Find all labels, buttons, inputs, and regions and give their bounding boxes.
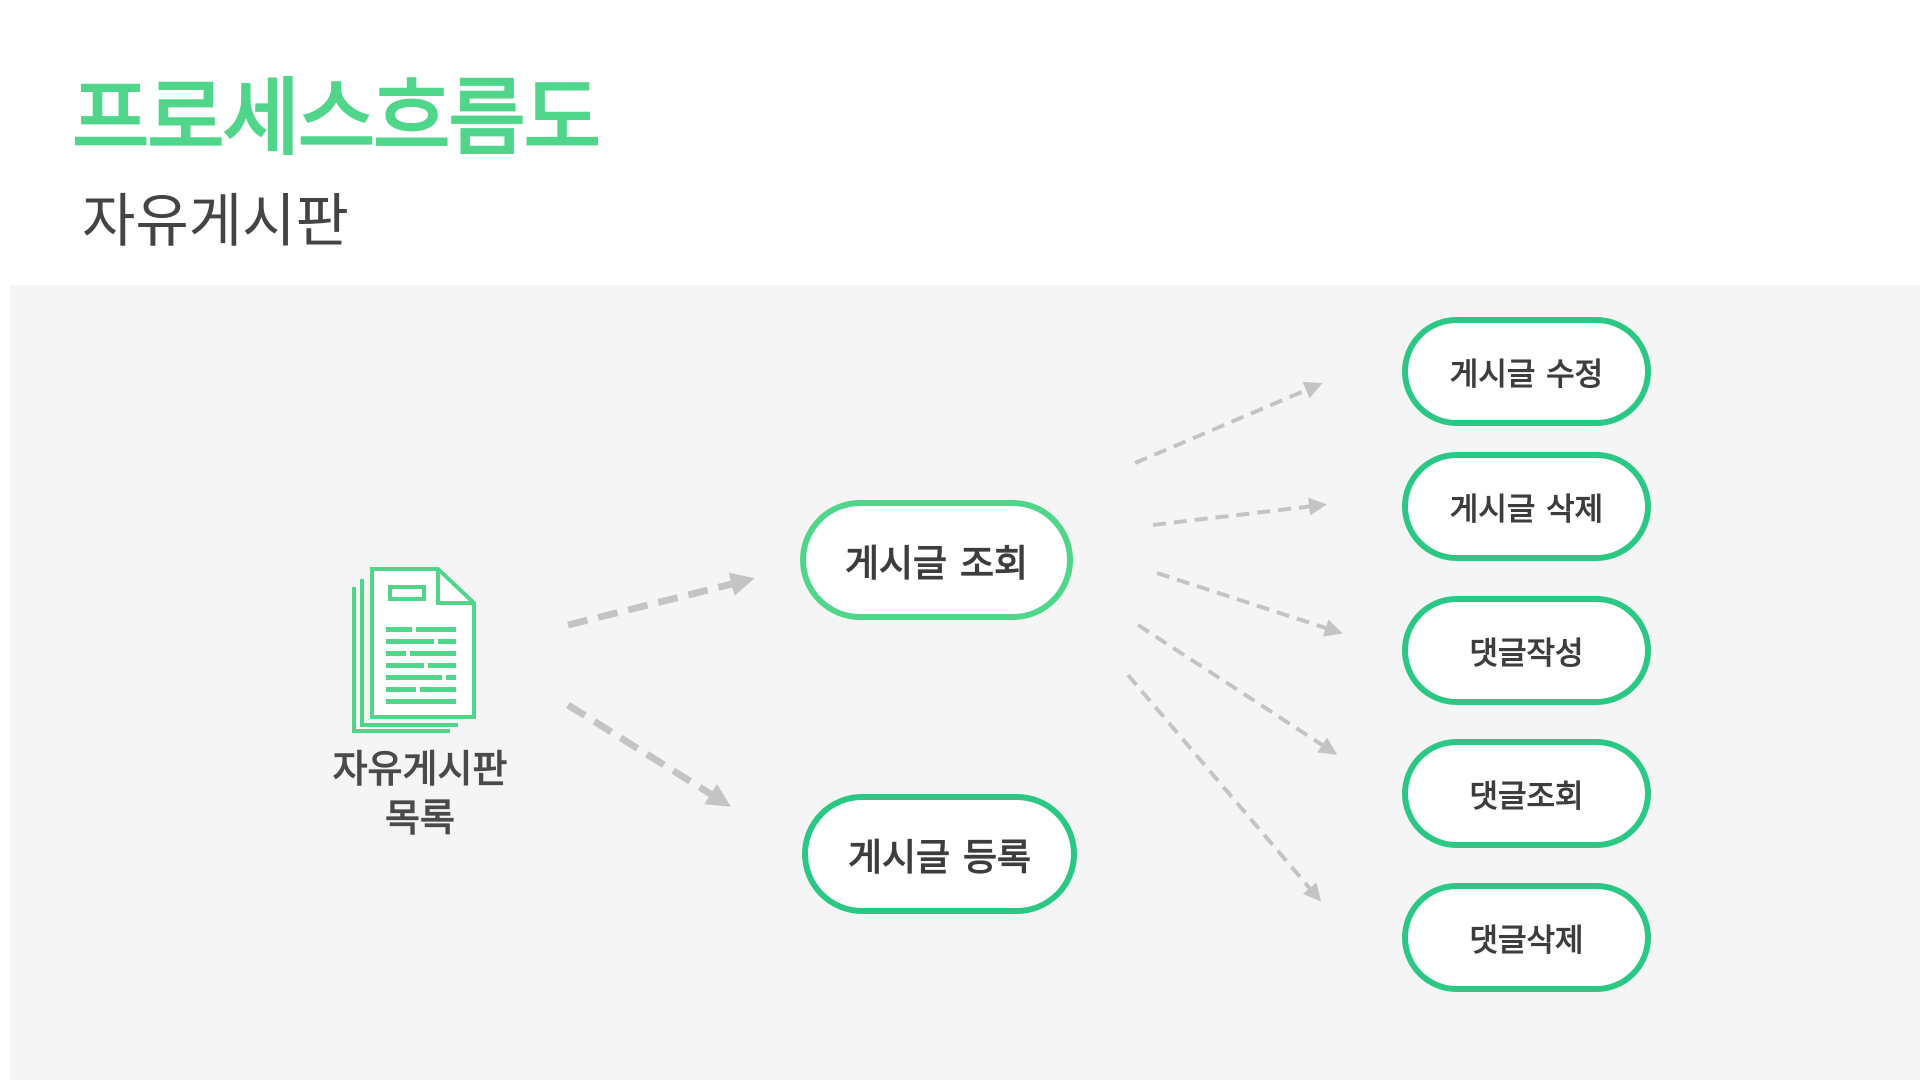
page-title: 프로세스흐름도 bbox=[72, 69, 601, 167]
arrow-view-to-delete bbox=[1152, 497, 1327, 527]
node-view-post: 게시글 조회 bbox=[800, 500, 1073, 620]
node-comment-delete: 댓글삭제 bbox=[1402, 883, 1651, 992]
node-edit-post: 게시글 수정 bbox=[1402, 317, 1651, 426]
arrow-view-to-edit bbox=[1134, 381, 1323, 465]
node-register-post: 게시글 등록 bbox=[802, 794, 1077, 914]
arrow-list-to-view bbox=[567, 572, 755, 629]
node-delete-post: 게시글 삭제 bbox=[1402, 452, 1651, 561]
document-stack-icon bbox=[352, 567, 476, 733]
arrow-view-to-comment-view bbox=[1136, 623, 1338, 755]
start-label-line1: 자유게시판 bbox=[332, 747, 508, 791]
node-comment-write: 댓글작성 bbox=[1402, 596, 1651, 705]
start-label-line2: 목록 bbox=[385, 796, 455, 841]
start-label: 자유게시판 목록 bbox=[310, 745, 530, 844]
node-comment-view: 댓글조회 bbox=[1402, 739, 1651, 848]
arrow-list-to-register bbox=[566, 702, 731, 807]
arrow-view-to-comment-write bbox=[1156, 571, 1343, 637]
arrow-view-to-comment-delete bbox=[1126, 673, 1322, 902]
page-subtitle: 자유게시판 bbox=[82, 187, 349, 255]
